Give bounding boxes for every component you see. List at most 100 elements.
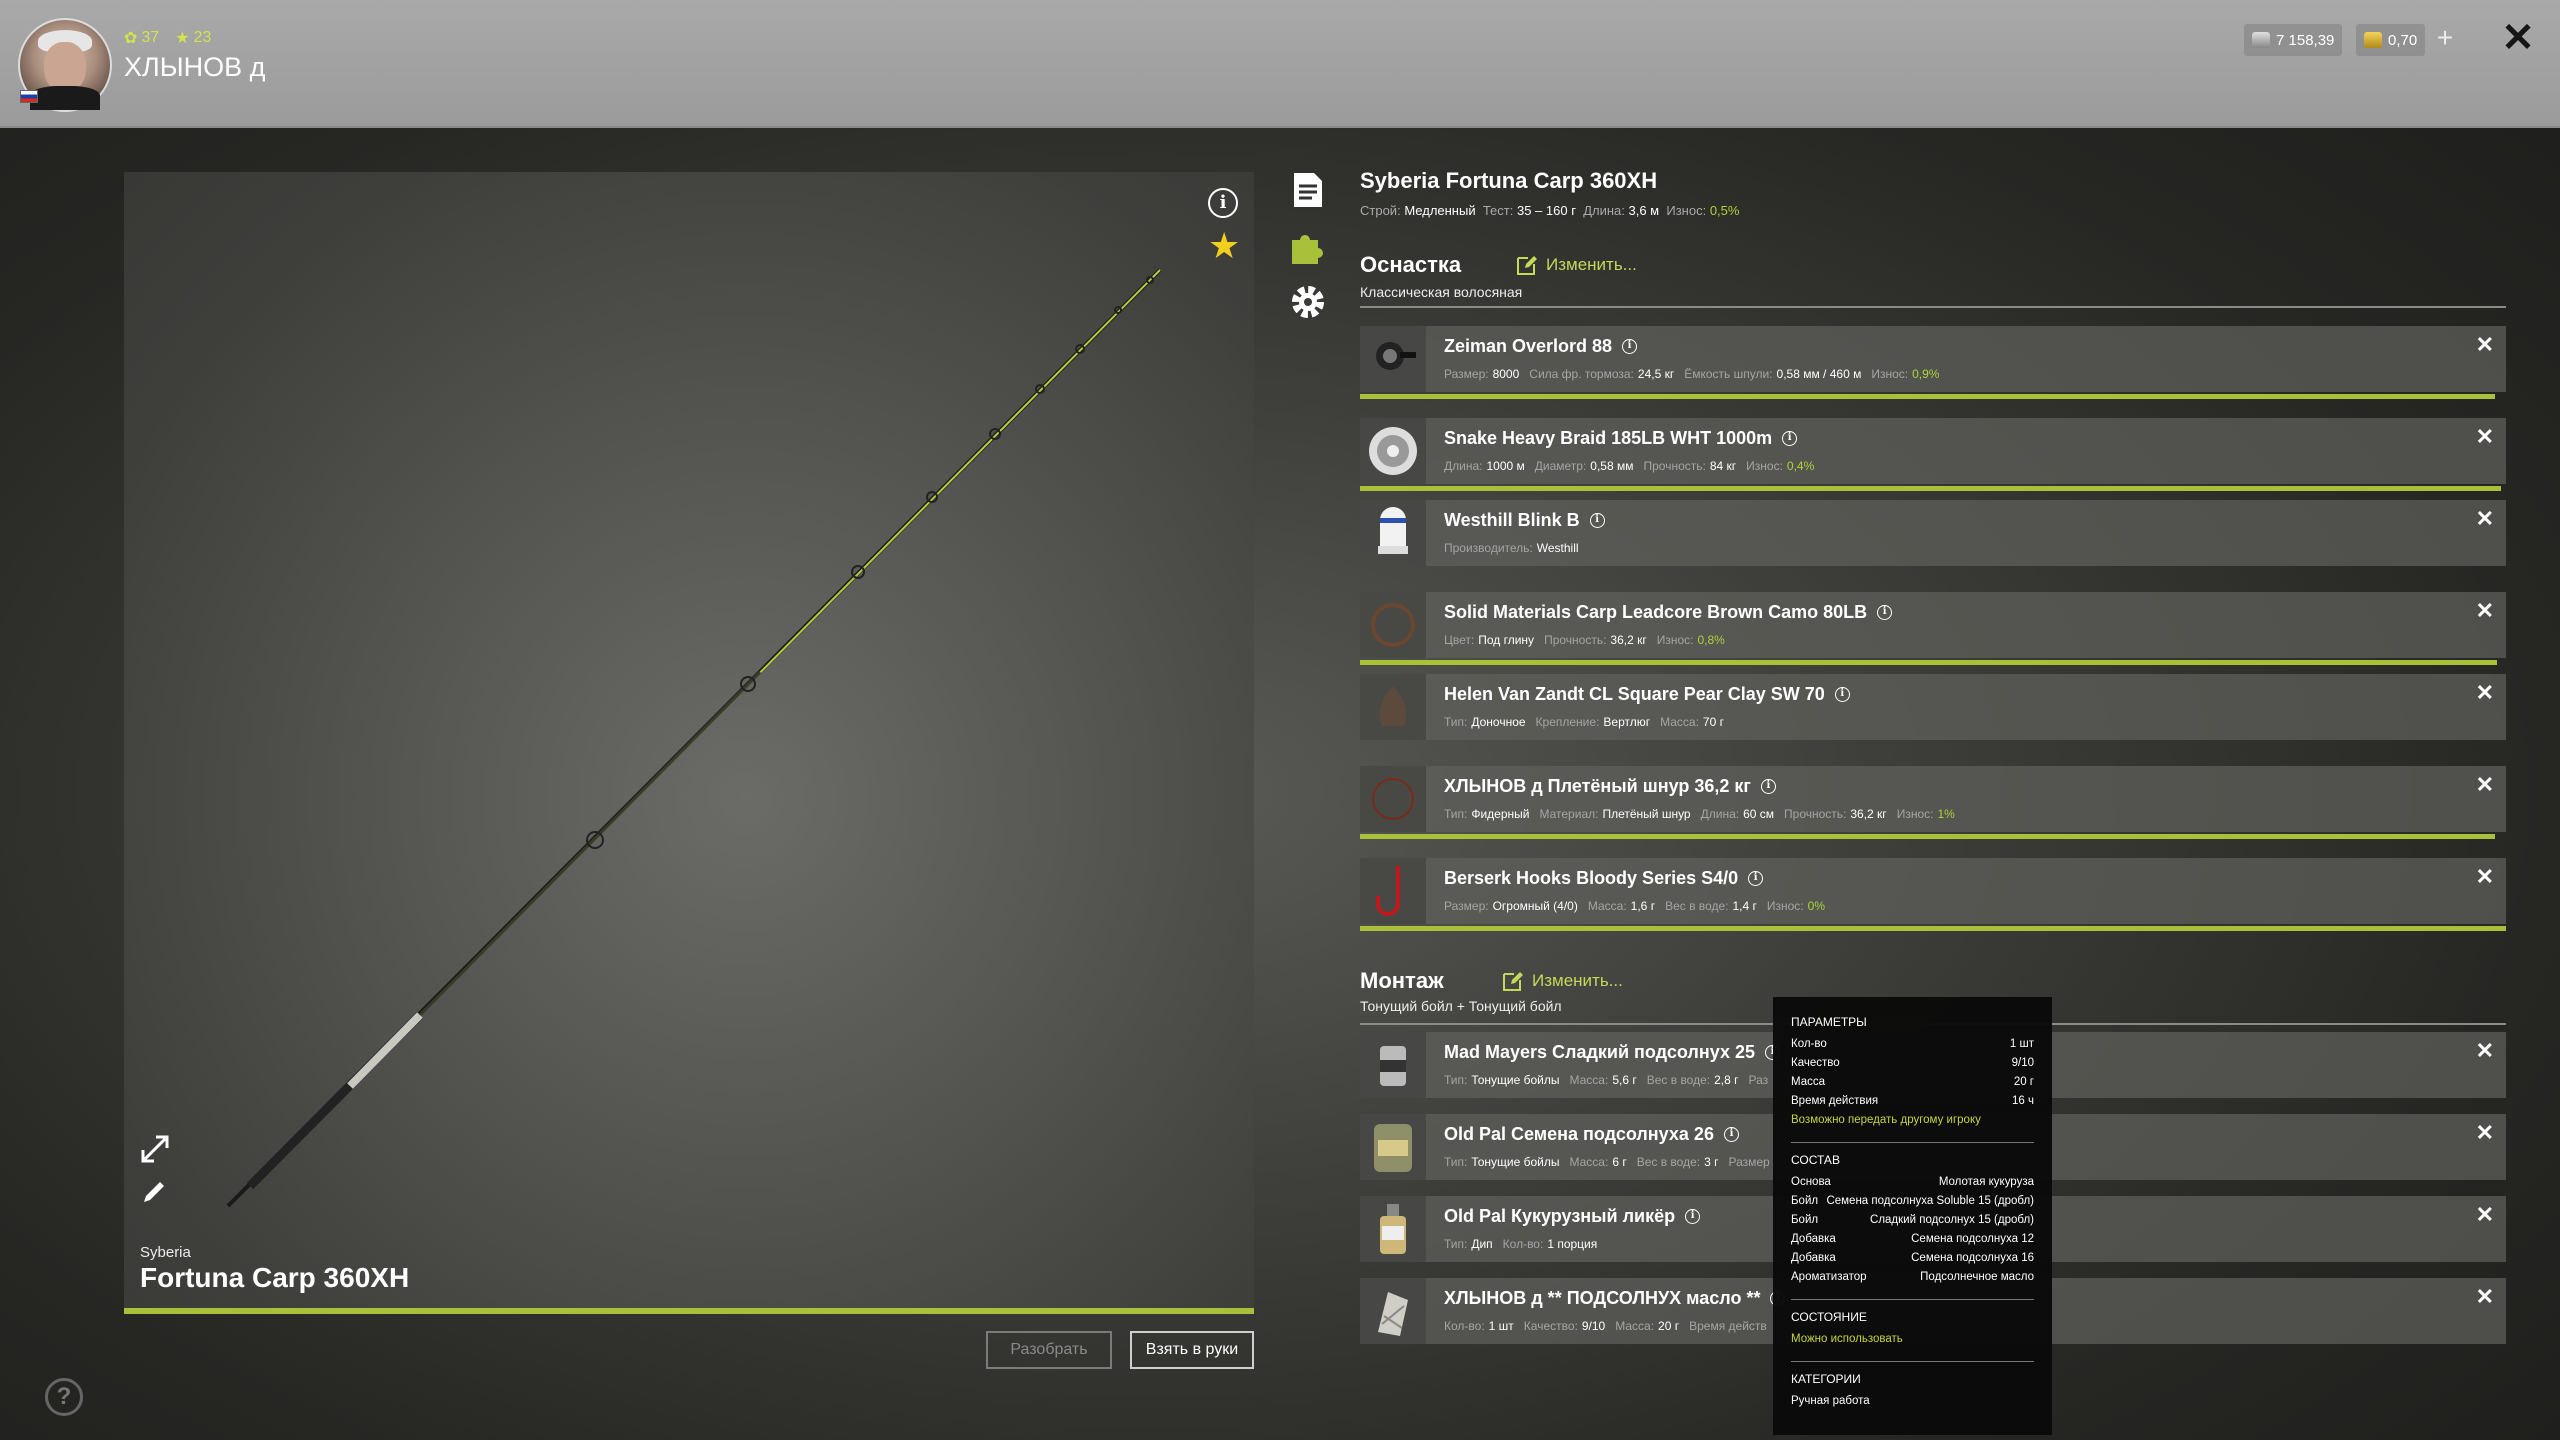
- rod-title: Syberia Fortuna Carp 360XH: [1360, 168, 1658, 193]
- rod-preview-title: Fortuna Carp 360XH: [140, 1262, 410, 1293]
- jar2-thumbnail: [1360, 1114, 1426, 1180]
- tackle-divider: [1360, 306, 2506, 308]
- rank-star-icon: ★: [175, 30, 190, 47]
- info-icon[interactable]: i: [1622, 339, 1638, 354]
- player-name: ХЛЫНОВ д: [124, 52, 266, 82]
- hook-thumbnail: [1360, 858, 1426, 924]
- item-name: Mad Mayers Сладкий подсолнух 25i: [1444, 1042, 1781, 1063]
- rod-stats: Строй: Медленный Тест: 35 – 160 г Длина:…: [1360, 203, 1740, 218]
- puzzle-icon[interactable]: [1288, 226, 1328, 266]
- info-icon[interactable]: i: [1760, 779, 1776, 794]
- add-currency-button[interactable]: +: [2436, 22, 2454, 53]
- info-icon[interactable]: i: [1208, 188, 1238, 218]
- take-in-hands-button[interactable]: Взять в руки: [1130, 1331, 1254, 1369]
- wear-bar: [1360, 834, 2495, 839]
- tooltip-categories-title: КАТЕГОРИИ: [1791, 1372, 1861, 1386]
- info-icon[interactable]: i: [1589, 513, 1605, 528]
- rod-brand: Syberia: [140, 1244, 191, 1261]
- gear-icon[interactable]: [1288, 282, 1328, 322]
- info-icon[interactable]: i: [1748, 871, 1764, 886]
- rod-preview[interactable]: [124, 172, 1254, 1310]
- remove-item-button[interactable]: ✕: [2475, 332, 2494, 357]
- remove-item-button[interactable]: ✕: [2475, 506, 2494, 531]
- tooltip-state-title: СОСТОЯНИЕ: [1791, 1310, 1867, 1324]
- gold-balance: 0,70: [2356, 24, 2426, 56]
- wear-bar: [1360, 486, 2501, 491]
- bag-thumbnail: [1360, 1278, 1426, 1344]
- remove-item-button[interactable]: ✕: [2475, 1284, 2494, 1309]
- line-thumbnail: [1360, 418, 1426, 484]
- close-button[interactable]: ✕: [2501, 16, 2535, 60]
- remove-item-button[interactable]: ✕: [2475, 772, 2494, 797]
- montage-change-link[interactable]: Изменить...: [1502, 970, 1623, 992]
- disassemble-button[interactable]: Разобрать: [986, 1331, 1112, 1369]
- remove-item-button[interactable]: ✕: [2475, 1202, 2494, 1227]
- level-badge: ✿37: [124, 29, 160, 47]
- info-icon[interactable]: i: [1723, 1127, 1739, 1142]
- info-icon[interactable]: i: [1685, 1209, 1701, 1224]
- expand-icon[interactable]: [140, 1134, 170, 1164]
- item-name: Solid Materials Carp Leadcore Brown Camo…: [1444, 602, 1893, 623]
- tooltip-transfer-note: Возможно передать другому игроку: [1791, 1114, 1981, 1126]
- remove-item-button[interactable]: ✕: [2475, 424, 2494, 449]
- info-icon[interactable]: i: [1877, 605, 1893, 620]
- wear-bar: [1360, 394, 2495, 399]
- equipment-item[interactable]: Solid Materials Carp Leadcore Brown Camo…: [1360, 592, 2506, 658]
- tooltip-composition-title: СОСТАВ: [1791, 1153, 1840, 1167]
- info-icon[interactable]: i: [1834, 687, 1850, 702]
- rank-badge: ★23: [175, 29, 212, 47]
- remove-item-button[interactable]: ✕: [2475, 864, 2494, 889]
- remove-item-button[interactable]: ✕: [2475, 1120, 2494, 1145]
- remove-item-button[interactable]: ✕: [2475, 1038, 2494, 1063]
- item-name: ХЛЫНОВ д ** ПОДСОЛНУХ масло **i: [1444, 1288, 1786, 1309]
- wear-bar: [1360, 926, 2506, 931]
- info-icon[interactable]: i: [1782, 431, 1798, 446]
- silver-balance: 7 158,39: [2244, 24, 2343, 56]
- player-levels: ✿37 ★23: [124, 28, 211, 48]
- item-name: Helen Van Zandt CL Square Pear Clay SW 7…: [1444, 684, 1850, 705]
- montage-section-title: Монтаж: [1360, 968, 1444, 993]
- bottle-thumbnail: [1360, 1196, 1426, 1262]
- leadcore-thumbnail: [1360, 592, 1426, 658]
- tackle-change-link[interactable]: Изменить...: [1516, 254, 1637, 276]
- reel-thumbnail: [1360, 326, 1426, 392]
- favorite-star-icon[interactable]: ★: [1208, 225, 1241, 266]
- level-icon: ✿: [124, 30, 138, 47]
- help-icon[interactable]: ?: [45, 1378, 83, 1416]
- equipment-item[interactable]: Helen Van Zandt CL Square Pear Clay SW 7…: [1360, 674, 2506, 740]
- edit-pencil-icon[interactable]: [140, 1176, 170, 1206]
- remove-item-button[interactable]: ✕: [2475, 680, 2494, 705]
- tooltip-state-value: Можно использовать: [1791, 1333, 1903, 1345]
- wear-bar: [1360, 660, 2497, 665]
- tackle-section-title: Оснастка: [1360, 252, 1462, 277]
- document-icon[interactable]: [1288, 170, 1328, 210]
- edit-icon: [1517, 256, 1537, 275]
- remove-item-button[interactable]: ✕: [2475, 598, 2494, 623]
- leader-thumbnail: [1360, 766, 1426, 832]
